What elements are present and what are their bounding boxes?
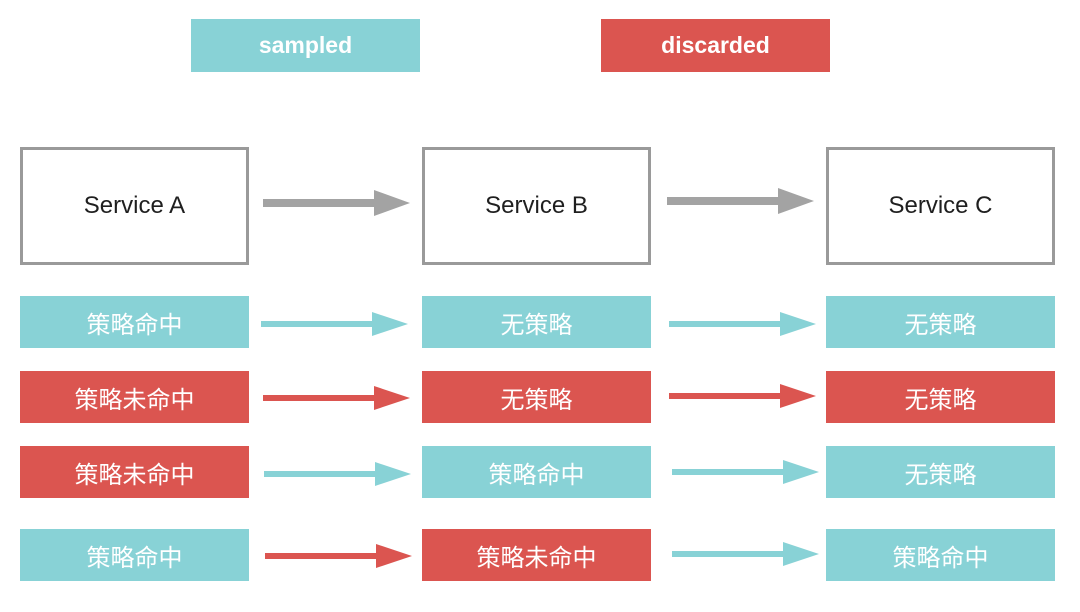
row1-arrow-b-c [669,312,816,336]
row1-cell-c-label: 无策略 [904,310,977,339]
row3-arrow-a-b [264,462,411,486]
row4-cell-a-label: 策略命中 [86,543,183,572]
row3-cell-b-label: 策略命中 [488,460,585,489]
row3-cell-c-label: 无策略 [904,460,977,489]
row2-cell-a: 策略未命中 [20,371,249,423]
legend-discarded: discarded [601,19,830,72]
row4-arrow-a-b [265,544,412,568]
row4-arrow-b-c [672,542,819,566]
row2-cell-b: 无策略 [422,371,651,423]
service-a-label: Service A [83,192,186,219]
service-c-label: Service C [888,192,993,219]
row3-cell-c: 无策略 [826,446,1055,498]
row1-cell-c: 无策略 [826,296,1055,348]
row1-cell-a-label: 策略命中 [86,310,183,339]
row4-cell-c: 策略命中 [826,529,1055,581]
row2-cell-a-label: 策略未命中 [74,385,195,414]
row1-arrow-a-b [261,312,408,336]
row2-cell-b-label: 无策略 [500,385,573,414]
row2-cell-c: 无策略 [826,371,1055,423]
row4-cell-a: 策略命中 [20,529,249,581]
row4-cell-b-label: 策略未命中 [476,543,597,572]
row1-cell-b-label: 无策略 [500,310,573,339]
legend-sampled: sampled [191,19,420,72]
row4-cell-b: 策略未命中 [422,529,651,581]
row2-arrow-b-c [669,384,816,408]
row4-cell-c-label: 策略命中 [892,543,989,572]
service-arrow-b-c [667,188,814,214]
service-b-box: Service B [422,147,651,265]
row3-arrow-b-c [672,460,819,484]
row3-cell-a-label: 策略未命中 [74,460,195,489]
service-c-box: Service C [826,147,1055,265]
row1-cell-b: 无策略 [422,296,651,348]
row3-cell-a: 策略未命中 [20,446,249,498]
service-a-box: Service A [20,147,249,265]
legend-sampled-label: sampled [258,32,353,58]
row1-cell-a: 策略命中 [20,296,249,348]
row2-arrow-a-b [263,386,410,410]
service-arrow-a-b [263,190,410,216]
legend-discarded-label: discarded [661,32,770,58]
row2-cell-c-label: 无策略 [904,385,977,414]
service-b-label: Service B [485,192,588,219]
row3-cell-b: 策略命中 [422,446,651,498]
